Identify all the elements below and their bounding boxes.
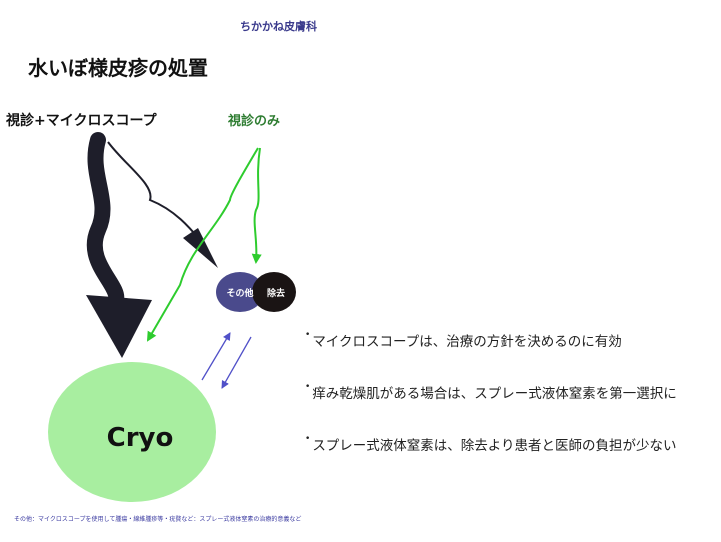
bullet-text-3: スプレー式液体窒素は、除去より患者と医師の負担が少ない	[312, 438, 677, 454]
green-arrow-to-cryo	[146, 147, 259, 342]
cryo-node	[48, 362, 216, 502]
label-visual-only-path: 視診のみ	[228, 114, 281, 129]
bullet-marker: •	[305, 330, 311, 340]
thick-black-arrowhead	[86, 295, 152, 358]
bullet-text-1: マイクロスコープは、治療の方針を決めるのに有効	[312, 334, 622, 350]
bullet-marker: •	[305, 434, 311, 444]
bullet-text-2: 痒み乾燥肌がある場合は、スプレー式液体窒素を第一選択に	[312, 386, 677, 402]
other-node-label: その他	[226, 287, 253, 299]
footer-note: その他：マイクロスコープを使用して腫瘍・線維腫疹等・疣贅など：スプレー式液体窒素…	[14, 516, 302, 523]
bullet-item-2: •痒み乾燥肌がある場合は、スプレー式液体窒素を第一選択に	[305, 382, 677, 402]
removal-node-label: 除去	[267, 287, 285, 299]
blue-arrow-down	[221, 336, 252, 389]
cryo-node-label: Cryo	[107, 423, 174, 453]
removal-node	[252, 272, 296, 312]
slide-title: 水いぼ様皮疹の処置	[28, 56, 208, 80]
label-dermoscopy-path: 視診+マイクロスコープ	[6, 113, 157, 129]
thin-black-arrowhead	[183, 228, 218, 268]
blue-arrow-up	[201, 332, 231, 381]
thin-black-arrow-shaft	[107, 141, 201, 241]
bullet-item-3: •スプレー式液体窒素は、除去より患者と医師の負担が少ない	[305, 434, 677, 454]
other-node	[216, 272, 264, 312]
clinic-name: ちかかね皮膚科	[240, 20, 317, 33]
bullet-marker: •	[305, 382, 311, 392]
bullet-item-1: •マイクロスコープは、治療の方針を決めるのに有効	[305, 330, 622, 350]
thick-black-arrow-shaft	[86, 132, 125, 308]
green-arrow-to-removal	[251, 147, 262, 264]
